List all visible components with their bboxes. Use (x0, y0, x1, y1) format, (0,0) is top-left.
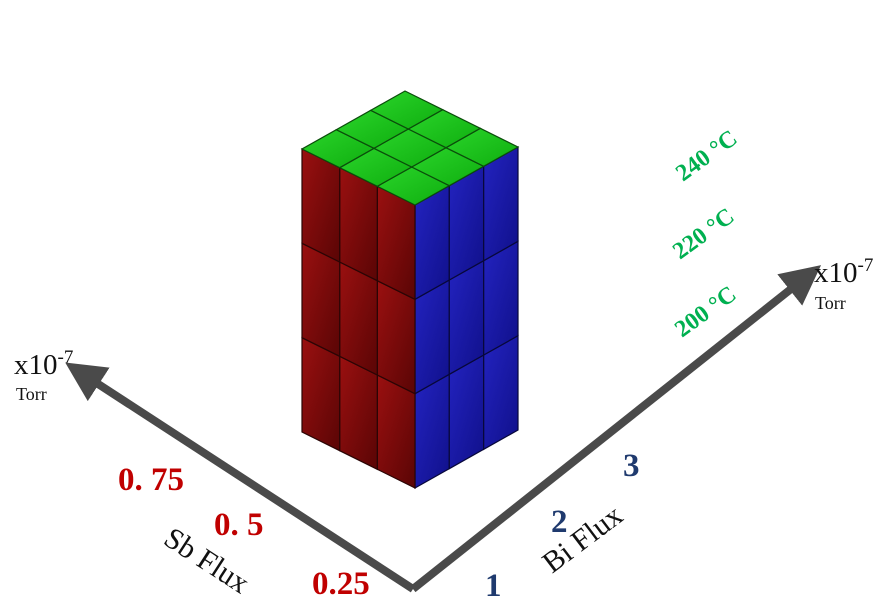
temperature-tick-220: 220 °C (668, 203, 739, 265)
cube-left-cell (301, 336, 341, 452)
temperature-labels: 200 °C 220 °C 240 °C (668, 125, 742, 343)
bi-axis-arrow (410, 265, 822, 593)
svg-text:x10-7: x10-7 (814, 255, 873, 289)
cube-left-cell (339, 261, 378, 376)
sb-axis-unit: x10-7 Torr (14, 347, 73, 404)
sb-unit-exponent: -7 (58, 347, 74, 368)
cube-left-cell (301, 148, 341, 263)
bi-unit-name: Torr (815, 293, 846, 313)
sb-axis-arrow (65, 362, 416, 593)
temperature-tick-240: 240 °C (671, 125, 742, 187)
bi-tick-1: 1 (485, 568, 502, 599)
sb-tick-0.25: 0.25 (312, 566, 370, 599)
svg-text:x10-7: x10-7 (14, 347, 73, 381)
cube-top-cell (369, 90, 444, 130)
bi-axis-ticks: 1 2 3 (485, 448, 640, 599)
sb-unit-name: Torr (16, 384, 47, 404)
bi-unit-exponent: -7 (858, 255, 874, 276)
cube-left-cell (376, 374, 416, 489)
cube-left-cell (376, 279, 416, 395)
rubiks-cube-grid (300, 90, 520, 490)
bi-axis-unit: x10-7 Torr (814, 255, 873, 313)
bi-tick-3: 3 (623, 448, 640, 484)
cube-left-cell (339, 166, 378, 282)
cube-left-cell (301, 242, 341, 358)
bi-unit-base: x10 (814, 257, 858, 289)
sb-axis-ticks: 0.25 0. 5 0. 75 (118, 462, 370, 599)
cube-left-cell (376, 185, 416, 301)
sb-tick-0.5: 0. 5 (214, 507, 264, 543)
sb-unit-base: x10 (14, 349, 58, 381)
cube-left-cell (339, 355, 378, 471)
bi-tick-2: 2 (551, 504, 568, 540)
sb-tick-0.75: 0. 75 (118, 462, 184, 498)
